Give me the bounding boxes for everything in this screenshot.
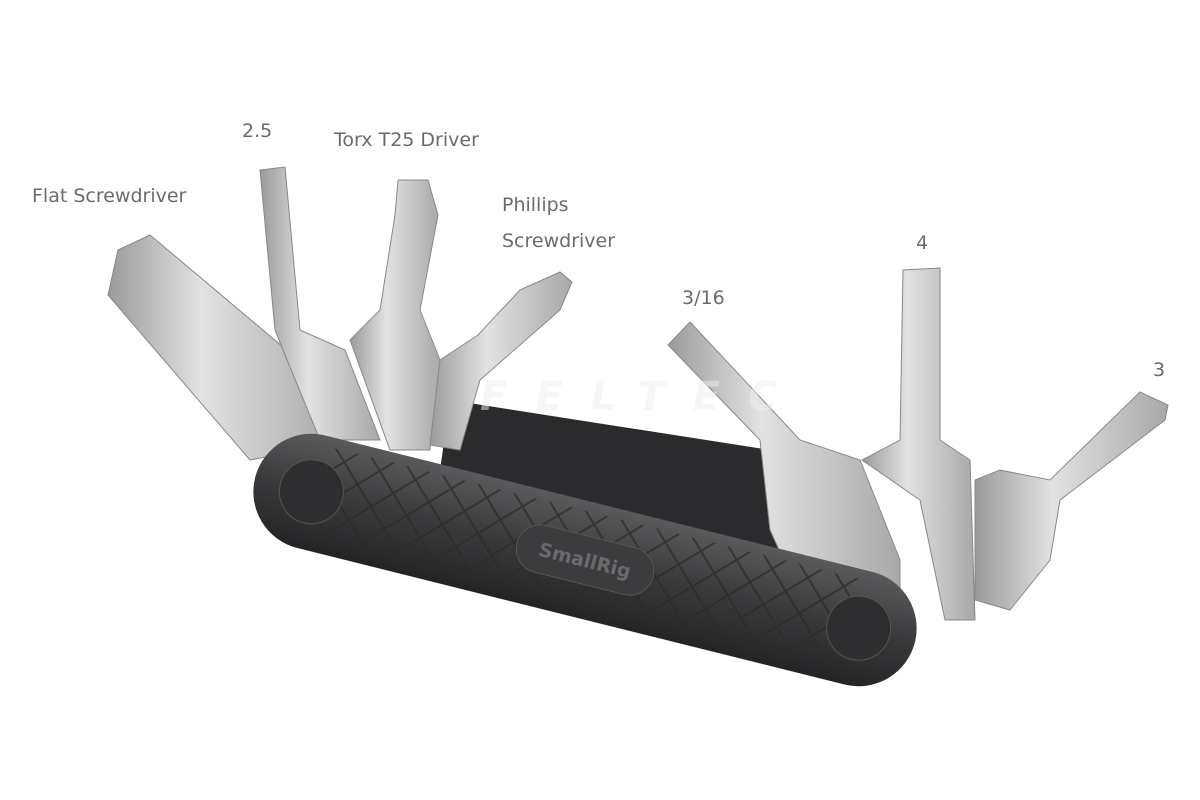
label-phillips-line2: Screwdriver [502, 230, 616, 252]
label-hex-3: 3 [1153, 359, 1166, 381]
label-torx-t25: Torx T25 Driver [334, 129, 479, 151]
torx-t25-bit [349, 179, 441, 451]
label-flat-screwdriver: Flat Screwdriver [32, 185, 187, 207]
hex-2-5-key [259, 166, 381, 441]
label-hex-2-5: 2.5 [242, 120, 273, 142]
handle: SmallRig [253, 433, 917, 687]
label-hex-4: 4 [916, 232, 929, 254]
hex-4-key [861, 267, 976, 621]
svg-text:FELTEC: FELTEC [480, 374, 805, 420]
hex-3-key [974, 391, 1169, 611]
label-phillips-line1: Phillips [502, 194, 569, 216]
phillips-bit [429, 271, 573, 451]
label-hex-3-16: 3/16 [682, 287, 725, 309]
